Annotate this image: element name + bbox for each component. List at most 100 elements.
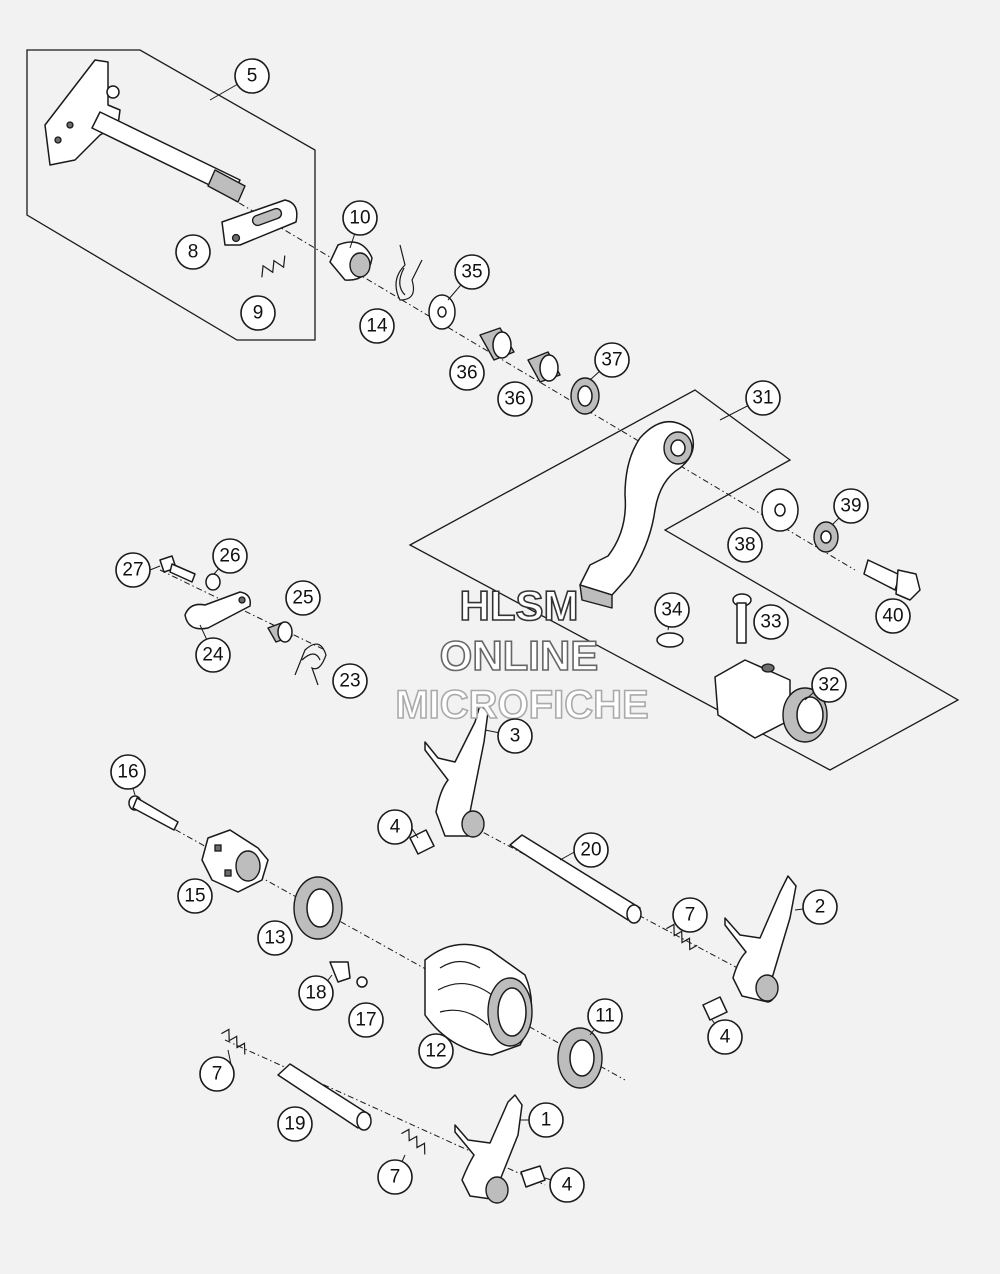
- callout-13[interactable]: 13: [257, 920, 293, 956]
- guide-pin-a[interactable]: [409, 829, 435, 855]
- lever-tip[interactable]: [714, 659, 828, 743]
- callout-14[interactable]: 14: [359, 308, 395, 344]
- callout-37[interactable]: 37: [594, 342, 630, 378]
- callout-17[interactable]: 17: [348, 1002, 384, 1038]
- drum-bearing-11[interactable]: [557, 1027, 603, 1089]
- callout-16[interactable]: 16: [110, 754, 146, 790]
- callout-31[interactable]: 31: [745, 380, 781, 416]
- shift-drum-locating[interactable]: [201, 829, 269, 893]
- callout-4a[interactable]: 4: [377, 809, 413, 845]
- shift-lever[interactable]: [579, 421, 695, 609]
- callout-label: 26: [219, 546, 240, 567]
- callout-11[interactable]: 11: [587, 998, 623, 1034]
- lever-axis: [159, 569, 326, 651]
- callout-15[interactable]: 15: [177, 878, 213, 914]
- shift-fork-2[interactable]: [724, 875, 797, 1003]
- needle-bearing-a[interactable]: [479, 327, 515, 361]
- fork-rail-20[interactable]: [509, 834, 642, 924]
- shift-fork-1[interactable]: [454, 1094, 523, 1204]
- callout-4b[interactable]: 4: [707, 1019, 743, 1055]
- washer-26[interactable]: [205, 573, 221, 591]
- callout-32[interactable]: 32: [811, 667, 847, 703]
- small-spring[interactable]: [258, 255, 289, 278]
- callout-39[interactable]: 39: [833, 488, 869, 524]
- needle-bearing-b[interactable]: [527, 351, 561, 383]
- callout-4c[interactable]: 4: [549, 1167, 585, 1203]
- callout-label: 34: [661, 600, 683, 621]
- callout-label: 7: [685, 905, 696, 926]
- bushing-25[interactable]: [267, 621, 293, 643]
- lever-bolt[interactable]: [863, 559, 921, 601]
- callout-18[interactable]: 18: [298, 975, 334, 1011]
- shift-shaft-assembly-box: [26, 49, 316, 341]
- callout-label: 25: [292, 588, 313, 609]
- guide-pin-c[interactable]: [520, 1165, 546, 1188]
- callout-9[interactable]: 9: [240, 295, 276, 331]
- callout-label: 7: [212, 1064, 223, 1085]
- watermark-line-1: HLSM: [460, 582, 579, 629]
- shift-lever-24[interactable]: [184, 591, 252, 630]
- drum-axis: [139, 809, 626, 1081]
- callout-label: 17: [355, 1010, 376, 1031]
- callout-19[interactable]: 19: [277, 1106, 313, 1142]
- locking-screw[interactable]: [356, 976, 368, 988]
- shaft-seal[interactable]: [570, 377, 600, 415]
- washer-35[interactable]: [428, 294, 456, 330]
- callout-label: 2: [815, 897, 826, 918]
- callout-8[interactable]: 8: [175, 234, 211, 270]
- shift-plate[interactable]: [221, 199, 298, 246]
- callout-1[interactable]: 1: [528, 1102, 564, 1138]
- callout-35[interactable]: 35: [454, 254, 490, 290]
- callout-label: 32: [818, 675, 839, 696]
- shift-shaft[interactable]: [44, 59, 246, 203]
- rail-spring-c[interactable]: [398, 1127, 432, 1155]
- callout-label: 7: [390, 1167, 401, 1188]
- callout-label: 36: [456, 363, 477, 384]
- shift-lever-assembly-box: [408, 389, 960, 771]
- callout-label: 3: [510, 726, 521, 747]
- callout-33[interactable]: 33: [753, 604, 789, 640]
- rail-spring-a[interactable]: [663, 922, 701, 951]
- callout-27[interactable]: 27: [115, 552, 151, 588]
- callout-7b[interactable]: 7: [199, 1056, 235, 1092]
- callout-3[interactable]: 3: [497, 718, 533, 754]
- callout-label: 33: [760, 612, 781, 633]
- callout-label: 12: [425, 1041, 446, 1062]
- lever-bolt-27[interactable]: [159, 555, 196, 583]
- circlip[interactable]: [656, 632, 684, 648]
- rail-spring-b[interactable]: [218, 1027, 252, 1055]
- callout-10[interactable]: 10: [342, 200, 378, 236]
- callout-20[interactable]: 20: [573, 832, 609, 868]
- locking-plate[interactable]: [329, 961, 351, 983]
- callout-36b[interactable]: 36: [497, 381, 533, 417]
- callout-5[interactable]: 5: [234, 58, 270, 94]
- lock-washer[interactable]: [813, 521, 839, 553]
- callout-40[interactable]: 40: [875, 598, 911, 634]
- callout-7a[interactable]: 7: [672, 897, 708, 933]
- fork-rail-19[interactable]: [277, 1063, 372, 1131]
- callout-23[interactable]: 23: [332, 663, 368, 699]
- torsion-spring-23[interactable]: [294, 643, 327, 686]
- callout-38[interactable]: 38: [727, 527, 763, 563]
- callout-24[interactable]: 24: [195, 637, 231, 673]
- shift-fork-3[interactable]: [424, 704, 489, 838]
- shift-guide[interactable]: [329, 241, 373, 281]
- drum-bearing-13[interactable]: [293, 876, 343, 940]
- callout-26[interactable]: 26: [212, 538, 248, 574]
- shift-drum[interactable]: [424, 943, 533, 1056]
- callout-36a[interactable]: 36: [449, 355, 485, 391]
- callout-label: 31: [752, 388, 773, 409]
- guide-pin-b[interactable]: [702, 996, 728, 1021]
- callout-7c[interactable]: 7: [377, 1159, 413, 1195]
- callout-label: 39: [840, 496, 861, 517]
- callout-label: 4: [720, 1027, 731, 1048]
- pivot-pin[interactable]: [732, 593, 752, 644]
- drum-bolt[interactable]: [128, 795, 179, 831]
- washer-38[interactable]: [761, 488, 799, 532]
- return-spring[interactable]: [395, 244, 423, 301]
- callout-25[interactable]: 25: [285, 580, 321, 616]
- callout-2[interactable]: 2: [802, 889, 838, 925]
- callout-12[interactable]: 12: [418, 1033, 454, 1069]
- callout-34[interactable]: 34: [654, 592, 690, 628]
